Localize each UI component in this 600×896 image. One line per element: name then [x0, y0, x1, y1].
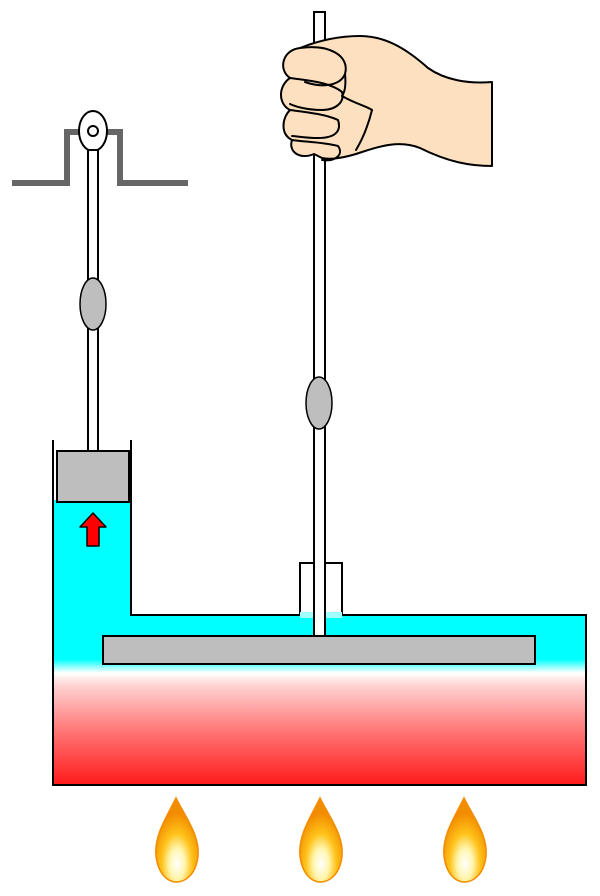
small-piston	[56, 450, 130, 503]
up-arrow-icon	[79, 512, 107, 547]
flame-icon	[299, 796, 343, 883]
left-rod-knob	[79, 277, 107, 331]
large-piston-plate	[102, 635, 536, 665]
right-rod-knob	[305, 376, 333, 430]
hand-icon	[280, 35, 493, 167]
pulley-icon	[78, 110, 108, 152]
right-rod	[313, 11, 326, 637]
flame-icon	[443, 796, 487, 883]
flame-icon	[155, 796, 199, 883]
container-outline	[52, 440, 587, 786]
